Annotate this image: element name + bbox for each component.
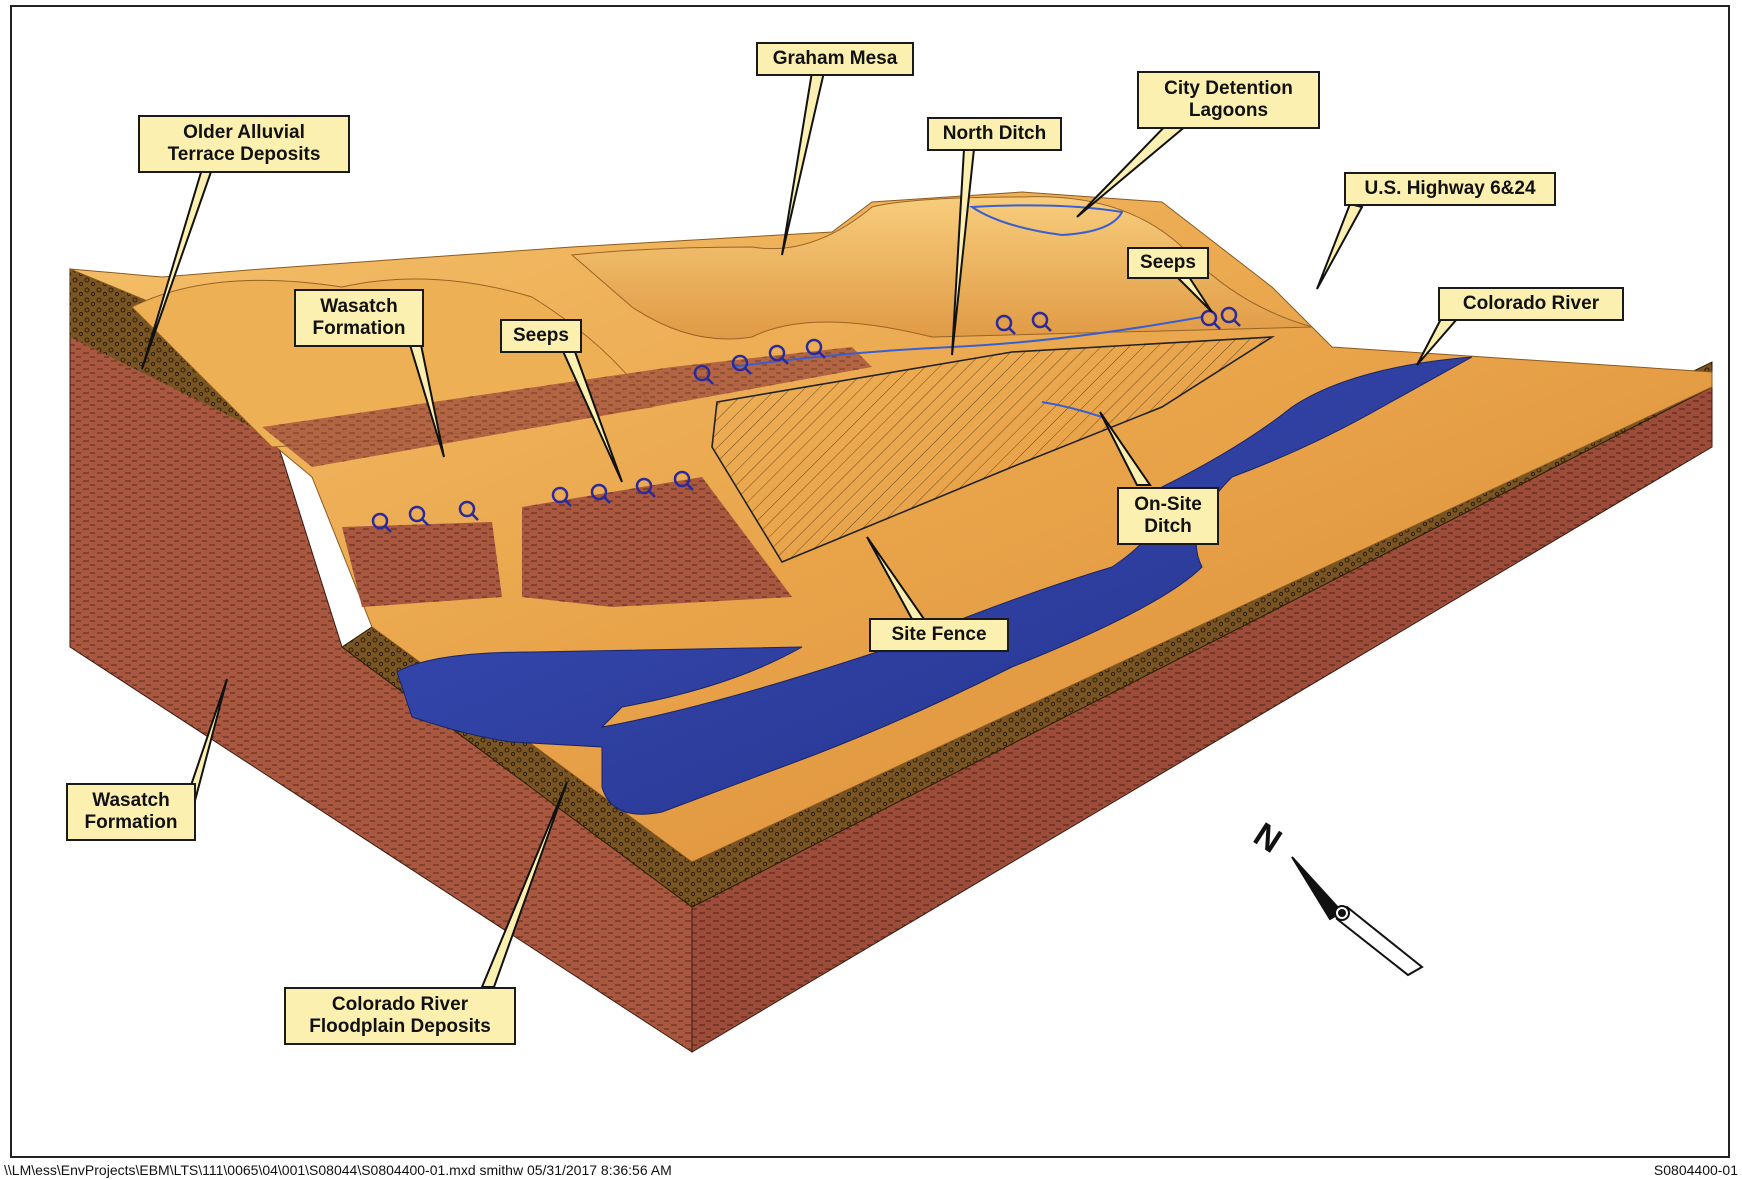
label-floodplain: Colorado River Floodplain Deposits xyxy=(284,987,516,1045)
label-north-ditch: North Ditch xyxy=(927,117,1062,151)
label-colorado-river: Colorado River xyxy=(1438,287,1624,321)
label-highway: U.S. Highway 6&24 xyxy=(1344,172,1556,206)
wasatch-bench-1 xyxy=(342,522,502,607)
label-site-fence: Site Fence xyxy=(869,618,1009,652)
label-seeps-left: Seeps xyxy=(500,319,582,353)
leader-highway xyxy=(1317,204,1362,289)
leader-graham-mesa xyxy=(782,72,824,255)
label-graham-mesa: Graham Mesa xyxy=(756,42,914,76)
label-seeps-right: Seeps xyxy=(1127,247,1209,279)
diagram-frame: Older Alluvial Terrace Deposits Graham M… xyxy=(10,5,1730,1158)
label-city-lagoons: City Detention Lagoons xyxy=(1137,71,1320,129)
label-wasatch-upper: Wasatch Formation xyxy=(294,289,424,347)
label-onsite-ditch: On-Site Ditch xyxy=(1117,487,1219,545)
north-arrow-icon xyxy=(1292,857,1422,975)
footer-file-path: \\LM\ess\EnvProjects\EBM\LTS\111\0065\04… xyxy=(4,1162,672,1178)
label-older-alluvial: Older Alluvial Terrace Deposits xyxy=(138,115,350,173)
label-wasatch-lower: Wasatch Formation xyxy=(66,783,196,841)
footer-figure-id: S0804400-01 xyxy=(1654,1162,1738,1178)
